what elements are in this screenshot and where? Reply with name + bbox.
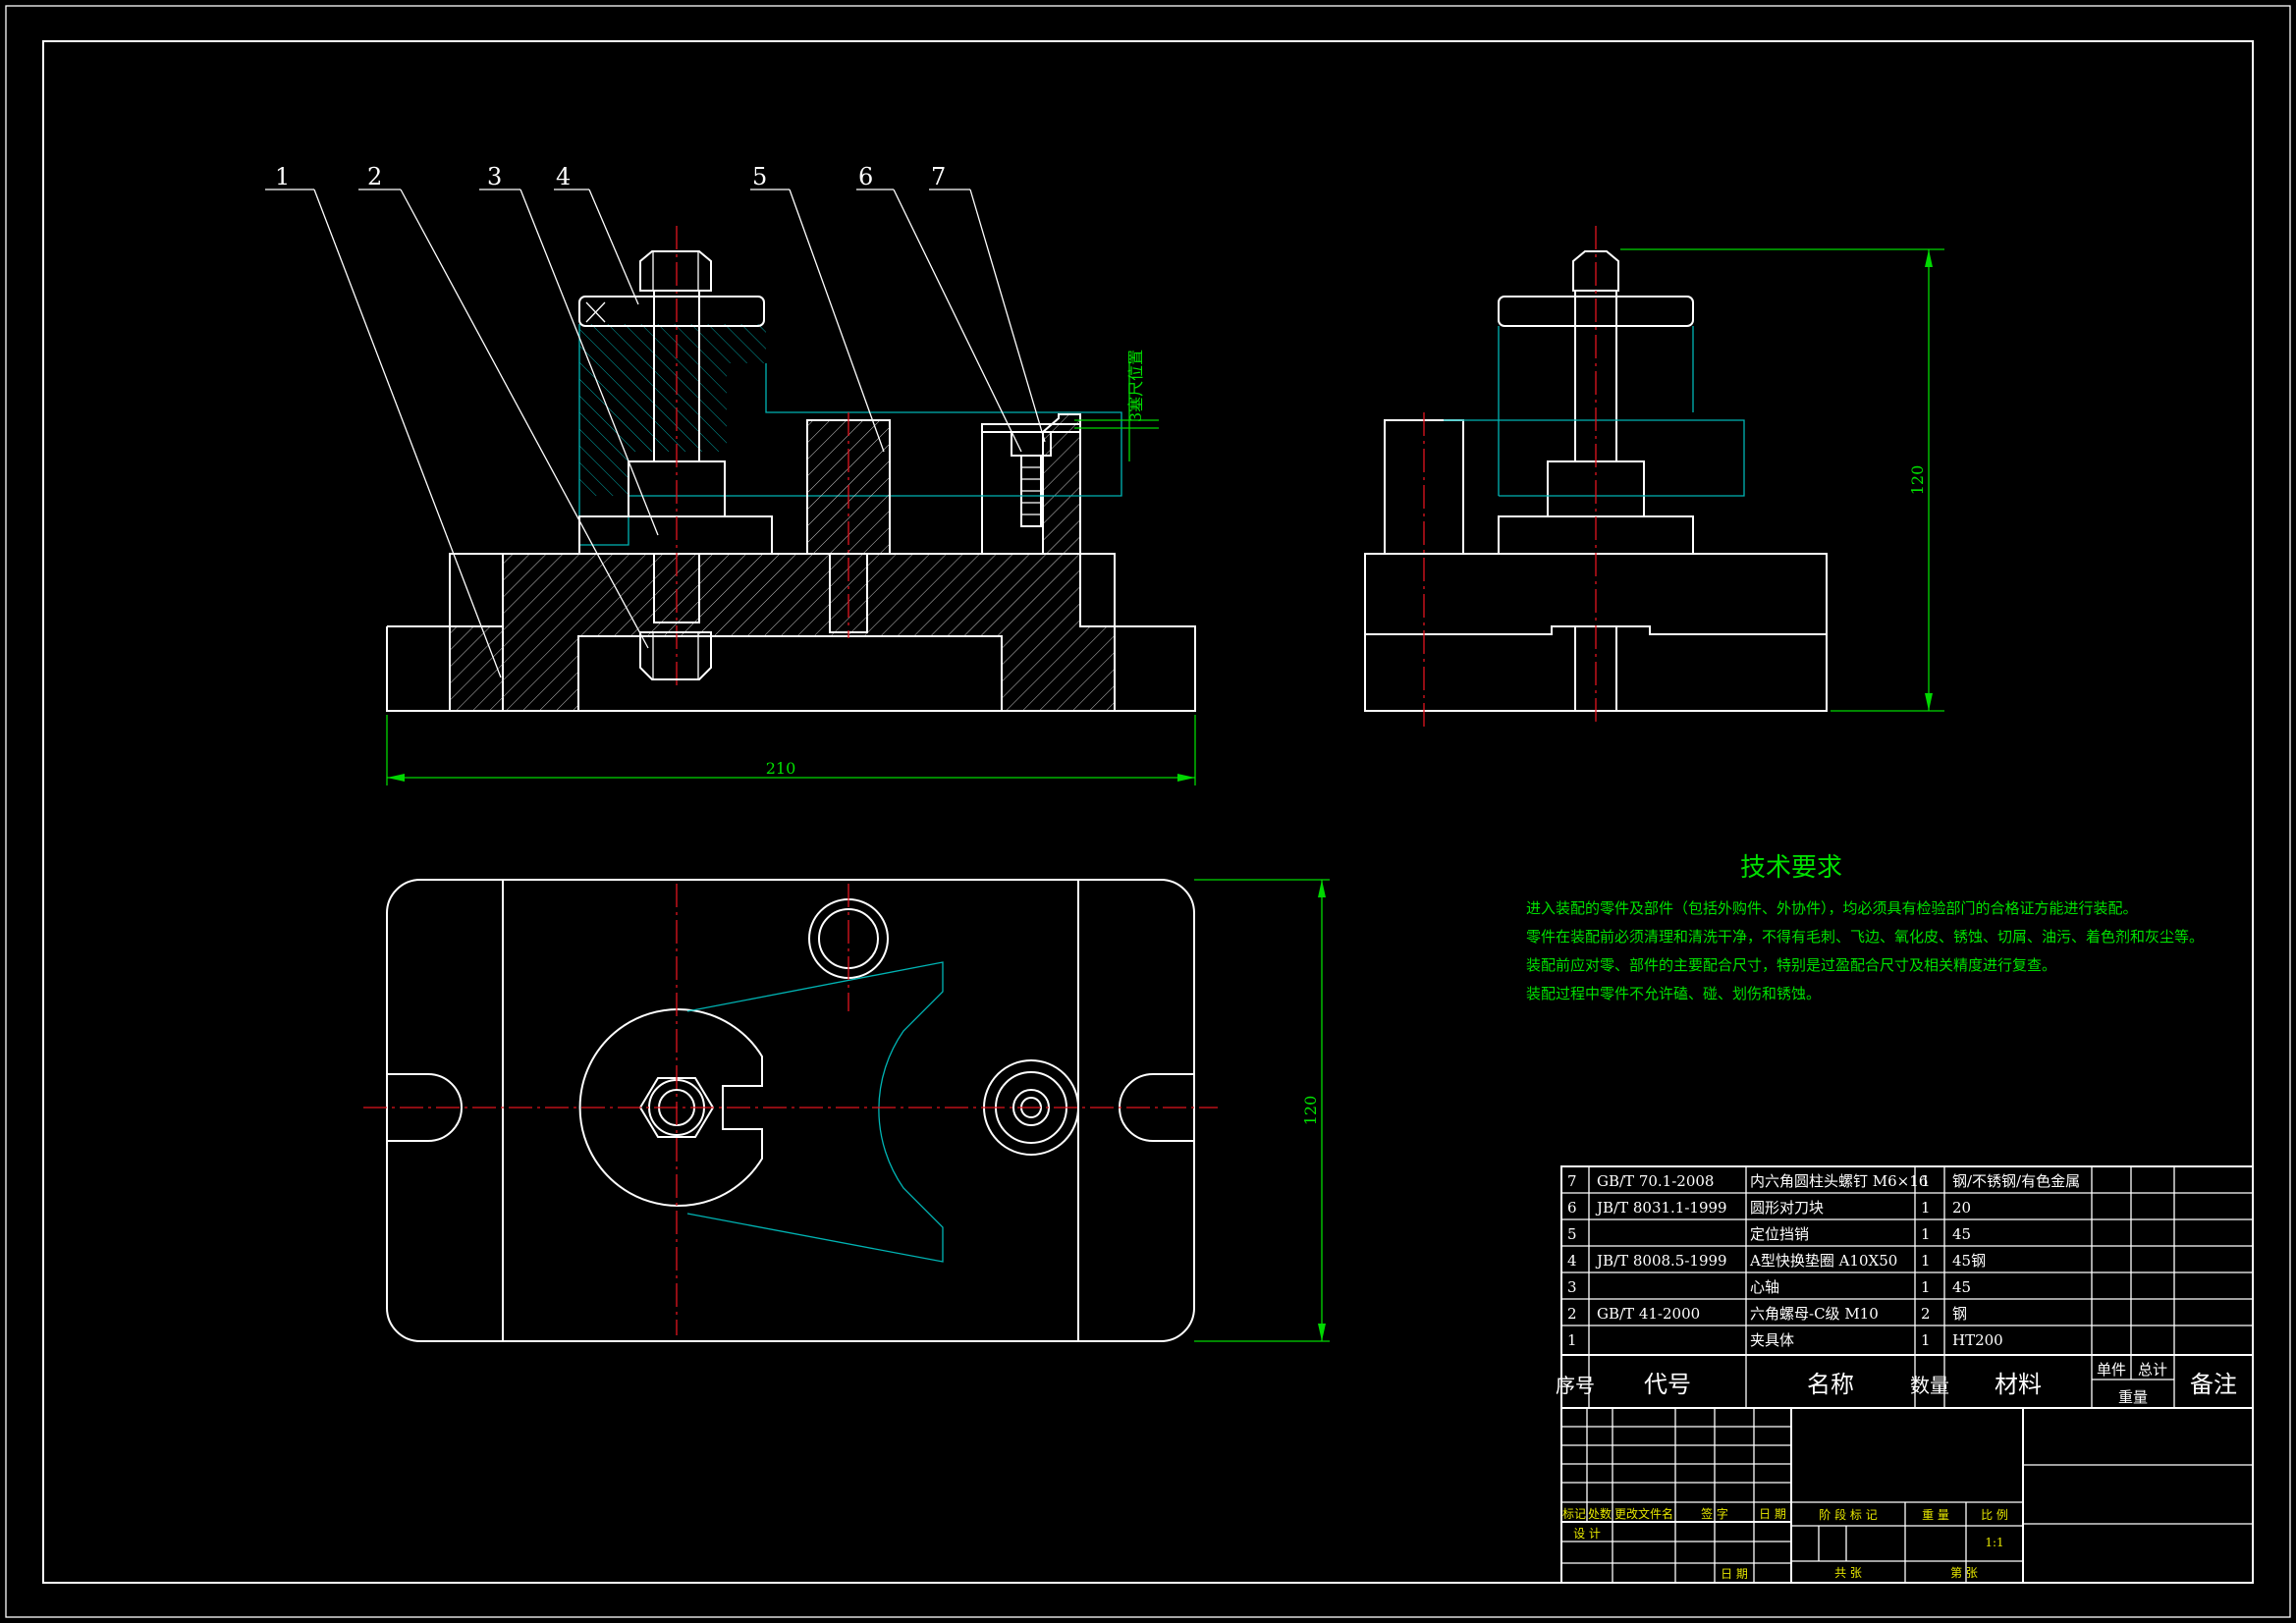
part-row-6-no: 2 bbox=[1567, 1305, 1577, 1323]
part-row-1-code: GB/T 70.1-2008 bbox=[1597, 1172, 1714, 1190]
tb-count: 处数 bbox=[1588, 1506, 1612, 1521]
balloon-5: 5 bbox=[752, 163, 767, 190]
tb-signature: 签 字 bbox=[1701, 1506, 1728, 1521]
part-row-4-material: 45钢 bbox=[1952, 1252, 1986, 1270]
header-no: 序号 bbox=[1556, 1374, 1595, 1397]
tb-scale: 比 例 bbox=[1981, 1508, 2008, 1522]
part-row-6-qty: 2 bbox=[1921, 1305, 1931, 1323]
part-row-5-name: 心轴 bbox=[1750, 1278, 1779, 1296]
tech-line-2: 零件在装配前必须清理和清洗干净，不得有毛刺、飞边、氧化皮、锈蚀、切屑、油污、着色… bbox=[1526, 928, 2204, 946]
front-section-view: 3塞尺位置 210 bbox=[386, 226, 1196, 785]
part-row-7-name: 夹具体 bbox=[1750, 1331, 1794, 1349]
part-row-4-qty: 1 bbox=[1921, 1252, 1931, 1270]
header-weight: 重量 bbox=[2118, 1388, 2148, 1406]
dimension-width: 210 bbox=[766, 759, 796, 778]
part-row-6-material: 钢 bbox=[1952, 1305, 1967, 1323]
balloon-leaders: 1 2 3 4 5 6 7 bbox=[265, 163, 1046, 678]
part-row-3-qty: 1 bbox=[1921, 1225, 1931, 1243]
tech-title: 技术要求 bbox=[1740, 853, 1842, 883]
balloon-7: 7 bbox=[931, 163, 946, 190]
sheet-inner-border bbox=[42, 40, 2254, 1584]
part-row-2-code: JB/T 8031.1-1999 bbox=[1595, 1199, 1727, 1217]
header-qty: 数量 bbox=[1910, 1374, 1949, 1397]
gauge-note: 3塞尺位置 bbox=[1126, 350, 1145, 422]
balloon-6: 6 bbox=[858, 163, 873, 190]
part-row-7-no: 1 bbox=[1567, 1331, 1577, 1349]
sheet-outer-border bbox=[5, 5, 2291, 1618]
part-row-2-name: 圆形对刀块 bbox=[1750, 1199, 1824, 1217]
header-remark: 备注 bbox=[2190, 1371, 2237, 1398]
header-code: 代号 bbox=[1644, 1371, 1691, 1398]
part-row-6-code: GB/T 41-2000 bbox=[1597, 1305, 1700, 1323]
tech-line-3: 装配前应对零、部件的主要配合尺寸，特别是过盈配合尺寸及相关精度进行复查。 bbox=[1526, 956, 2056, 974]
part-row-1-name: 内六角圆柱头螺钉 M6×16 bbox=[1750, 1172, 1928, 1190]
balloon-3: 3 bbox=[487, 163, 502, 190]
tb-date: 日 期 bbox=[1759, 1507, 1786, 1521]
header-name: 名称 bbox=[1807, 1371, 1854, 1398]
part-row-1-material: 钢/不锈钢/有色金属 bbox=[1952, 1172, 2080, 1190]
part-row-7-qty: 1 bbox=[1921, 1331, 1931, 1349]
part-row-3-name: 定位挡销 bbox=[1750, 1225, 1809, 1243]
balloon-4: 4 bbox=[556, 163, 571, 190]
tb-change-doc: 更改文件名 bbox=[1614, 1506, 1673, 1521]
tb-stage-mark: 阶 段 标 记 bbox=[1819, 1507, 1877, 1522]
part-row-2-material: 20 bbox=[1952, 1199, 1971, 1217]
tech-requirements: 技术要求 进入装配的零件及部件（包括外购件、外协件），均必须具有检验部门的合格证… bbox=[1526, 853, 2204, 1002]
tb-mark: 标记 bbox=[1562, 1507, 1586, 1521]
part-row-1-no: 7 bbox=[1567, 1172, 1577, 1190]
tech-line-4: 装配过程中零件不允许磕、碰、划伤和锈蚀。 bbox=[1526, 985, 1821, 1002]
tb-scale-value: 1:1 bbox=[1985, 1536, 2003, 1549]
header-material: 材料 bbox=[1995, 1371, 2042, 1398]
top-view: 120 bbox=[363, 879, 1330, 1342]
part-row-4-code: JB/T 8008.5-1999 bbox=[1595, 1252, 1727, 1270]
header-unit: 单件 bbox=[2097, 1361, 2126, 1379]
tb-sheet-no: 第 张 bbox=[1950, 1566, 1978, 1580]
title-block: 标记 处数 更改文件名 签 字 日 期 设 计 日 期 阶 段 标 记 重 量 … bbox=[1560, 1407, 2254, 1584]
header-total: 总计 bbox=[2138, 1361, 2167, 1379]
part-row-5-qty: 1 bbox=[1921, 1278, 1931, 1296]
side-view: 120 bbox=[1364, 226, 1944, 727]
part-row-3-material: 45 bbox=[1952, 1225, 1971, 1243]
dimension-height-top: 120 bbox=[1301, 1096, 1320, 1126]
tb-date2: 日 期 bbox=[1721, 1567, 1748, 1581]
part-row-5-material: 45 bbox=[1952, 1278, 1971, 1296]
part-row-2-no: 6 bbox=[1567, 1199, 1577, 1217]
tech-line-1: 进入装配的零件及部件（包括外购件、外协件），均必须具有检验部门的合格证方能进行装… bbox=[1526, 899, 2138, 917]
part-row-4-no: 4 bbox=[1567, 1252, 1577, 1270]
parts-list: 7 GB/T 70.1-2008 内六角圆柱头螺钉 M6×16 1 钢/不锈钢/… bbox=[1556, 1165, 2254, 1409]
part-row-1-qty: 1 bbox=[1921, 1172, 1931, 1190]
part-row-6-name: 六角螺母-C级 M10 bbox=[1750, 1305, 1879, 1323]
tb-weight: 重 量 bbox=[1922, 1508, 1949, 1522]
part-row-2-qty: 1 bbox=[1921, 1199, 1931, 1217]
tb-sheets-total: 共 张 bbox=[1834, 1566, 1862, 1580]
dimension-height-side: 120 bbox=[1908, 465, 1927, 496]
tb-design: 设 计 bbox=[1573, 1527, 1601, 1541]
part-row-4-name: A型快换垫圈 A10X50 bbox=[1749, 1252, 1897, 1270]
part-row-7-material: HT200 bbox=[1952, 1331, 2003, 1349]
balloon-2: 2 bbox=[367, 163, 382, 190]
part-row-3-no: 5 bbox=[1567, 1225, 1577, 1243]
part-row-5-no: 3 bbox=[1567, 1278, 1577, 1296]
balloon-1: 1 bbox=[275, 163, 290, 190]
